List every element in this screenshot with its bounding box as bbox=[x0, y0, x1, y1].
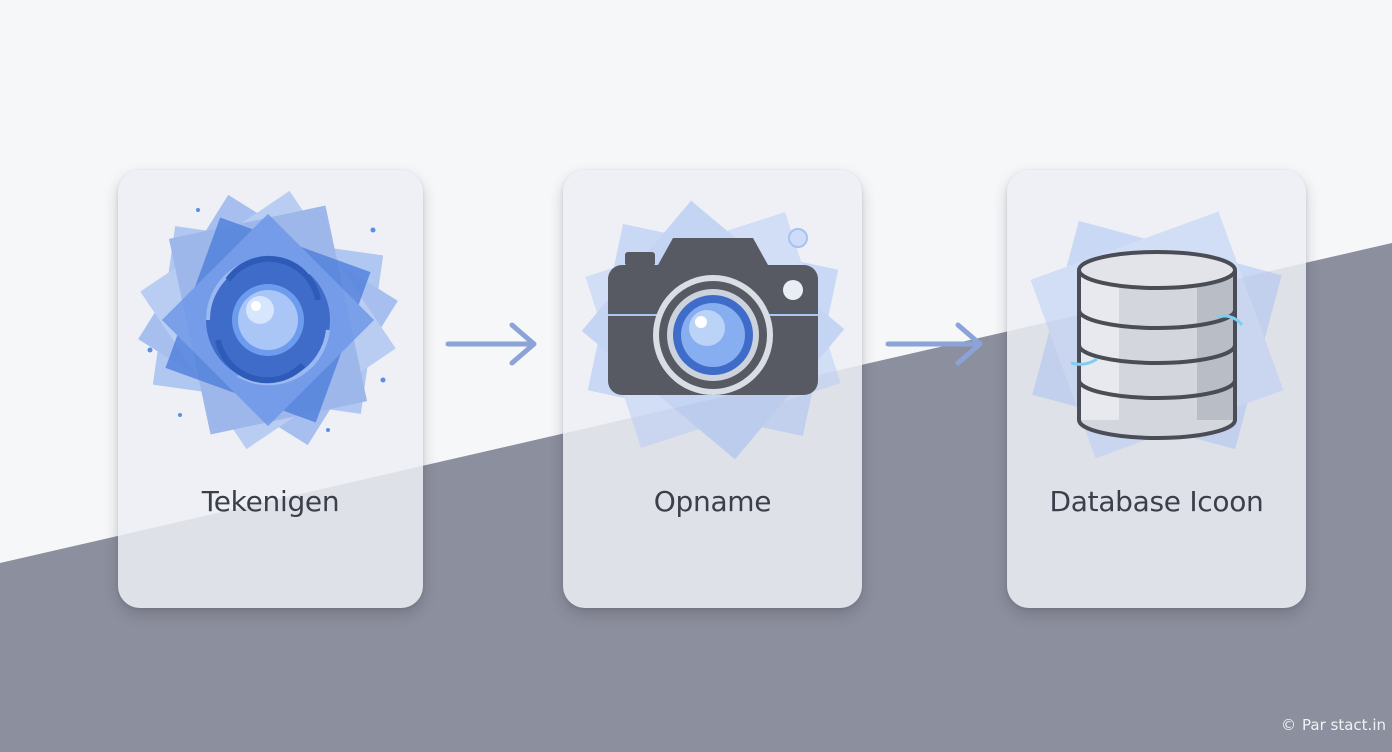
arrow-right-icon bbox=[885, 322, 983, 366]
camera-icon bbox=[581, 200, 845, 460]
arrow-right-icon bbox=[445, 322, 537, 366]
watermark: © Par stact.in bbox=[1281, 716, 1386, 734]
step-label-1: Tekenigen bbox=[201, 485, 340, 518]
step-label-3: Database Icoon bbox=[1049, 485, 1264, 518]
step-label-2: Opname bbox=[653, 485, 772, 518]
watermark-text: Par stact.in bbox=[1302, 716, 1386, 734]
step-card-1: Tekenigen bbox=[118, 170, 423, 608]
database-icon bbox=[1030, 211, 1284, 459]
swirl-icon bbox=[138, 190, 398, 450]
step-card-3: Database Icoon bbox=[1007, 170, 1306, 608]
step-card-2: Opname bbox=[563, 170, 862, 608]
copyright-icon: © bbox=[1281, 716, 1297, 734]
